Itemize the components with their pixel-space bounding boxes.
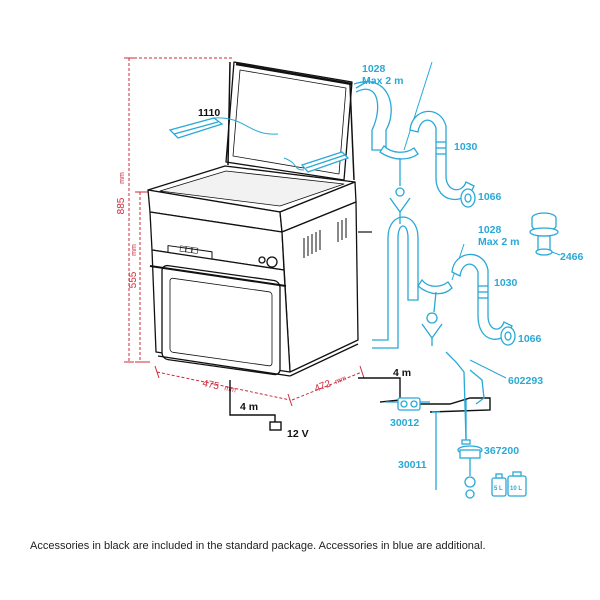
cap-1066-top-label: 1066: [478, 191, 502, 203]
control-knob: [266, 256, 278, 268]
control-display: □□□: [179, 243, 198, 256]
width-472-unit: mm: [334, 375, 348, 386]
container-10l: [507, 471, 527, 497]
cable-4m-right-label: 4 m: [393, 367, 411, 379]
valve-30012: [386, 397, 430, 411]
hose-1028-mid-length: Max 2 m: [478, 236, 519, 248]
tube-602293: [445, 351, 485, 441]
hose-1028-mid: [372, 216, 419, 349]
hose-1028-mid-label: 1028: [478, 224, 502, 236]
funnel-clamp-mid: [417, 278, 453, 346]
tray-1110: [168, 117, 350, 173]
vent-2466: [529, 212, 559, 256]
height-dimension-885: [124, 57, 232, 363]
tray-1110-label: 1110: [198, 107, 220, 119]
height-555-label: 555: [128, 271, 139, 288]
hose-1028-top: [353, 79, 392, 151]
side-vents: [303, 218, 347, 258]
height-555-unit: mm: [131, 244, 138, 256]
tube-602293-label: 602293: [508, 375, 543, 387]
container-5l: [491, 473, 507, 497]
container-5l-label: 5 L: [494, 486, 503, 492]
cap-1066-mid: [500, 326, 516, 346]
width-dimension-472: [291, 365, 365, 401]
hose-1028-top-label: 1028: [362, 63, 386, 75]
funnel-clamp-top: [379, 144, 419, 224]
hose-1030-top-label: 1030: [454, 141, 478, 153]
width-472-label: 472: [313, 378, 333, 395]
container-10l-label: 10 L: [510, 486, 522, 492]
height-885-unit: mm: [119, 172, 126, 184]
hose-1028-top-length: Max 2 m: [362, 75, 403, 87]
oven-door: [161, 264, 281, 376]
power-12v-label: 12 V: [287, 428, 309, 440]
hose-1030-top: [409, 110, 475, 201]
oven-unit: □□□: [147, 61, 359, 377]
cable-4m-left: [229, 380, 282, 431]
width-475-label: 475: [201, 378, 220, 392]
cable-4m-right: [358, 377, 491, 413]
pump-367200: [457, 400, 483, 499]
height-885-label: 885: [116, 197, 127, 214]
vent-2466-label: 2466: [560, 251, 584, 263]
tube-30011: [432, 411, 440, 490]
valve-30012-label: 30012: [390, 417, 419, 429]
width-dimension-475: [154, 365, 293, 407]
hose-1030-mid-label: 1030: [494, 277, 518, 289]
tube-30011-label: 30011: [398, 459, 427, 471]
legend-caption: Accessories in black are included in the…: [30, 540, 486, 552]
cable-4m-left-label: 4 m: [240, 401, 258, 413]
hose-1030-mid: [451, 253, 513, 340]
cap-1066-mid-label: 1066: [518, 333, 542, 345]
cap-1066-top: [460, 188, 476, 208]
pump-367200-label: 367200: [484, 445, 519, 457]
